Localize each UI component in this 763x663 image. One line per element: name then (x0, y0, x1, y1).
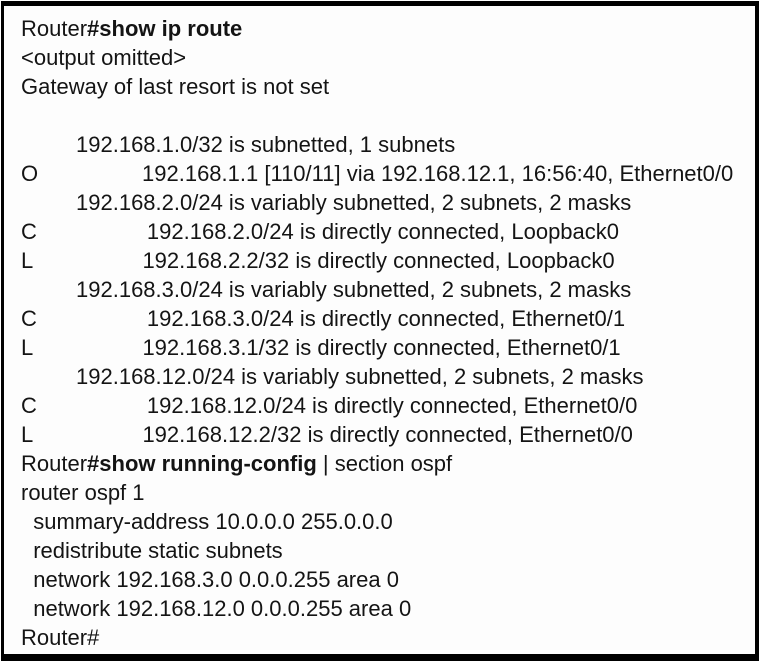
cli-command-text: #show running-config (87, 451, 317, 476)
cli-output-line: 192.168.12.0/24 is variably subnetted, 2… (21, 362, 751, 391)
cli-output-line: network 192.168.12.0 0.0.0.255 area 0 (21, 594, 751, 623)
cli-output-line: network 192.168.3.0 0.0.0.255 area 0 (21, 565, 751, 594)
cli-text: 192.168.12.0/24 is variably subnetted, 2… (21, 364, 644, 389)
cli-route-entry: O 192.168.1.1 [110/11] via 192.168.12.1,… (21, 159, 751, 188)
cli-output-line: 192.168.1.0/32 is subnetted, 1 subnets (21, 130, 751, 159)
cli-route-entry: L 192.168.2.2/32 is directly connected, … (21, 246, 751, 275)
cli-text: redistribute static subnets (21, 538, 283, 563)
cli-text: L 192.168.2.2/32 is directly connected, … (21, 248, 615, 273)
cli-output-line: router ospf 1 (21, 478, 751, 507)
cli-text: C 192.168.2.0/24 is directly connected, … (21, 219, 620, 244)
cli-text: O 192.168.1.1 [110/11] via 192.168.12.1,… (21, 161, 734, 186)
cli-text: 192.168.2.0/24 is variably subnetted, 2 … (21, 190, 632, 215)
cli-text: Router (21, 451, 88, 476)
cli-text: | section ospf (316, 451, 453, 476)
console-output-panel: Router#show ip route<output omitted>Gate… (4, 6, 755, 654)
cli-route-entry: L 192.168.12.2/32 is directly connected,… (21, 420, 751, 449)
cli-text: network 192.168.12.0 0.0.0.255 area 0 (21, 596, 412, 621)
cli-text (21, 103, 27, 128)
cli-text: 192.168.3.0/24 is variably subnetted, 2 … (21, 277, 632, 302)
cli-output-line: summary-address 10.0.0.0 255.0.0.0 (21, 507, 751, 536)
cli-text: <output omitted> (21, 45, 187, 70)
cli-prompt-line: Router# (21, 623, 751, 652)
cli-text: 192.168.1.0/32 is subnetted, 1 subnets (21, 132, 456, 157)
cli-output-line: redistribute static subnets (21, 536, 751, 565)
cli-output-line: Gateway of last resort is not set (21, 72, 751, 101)
cli-text: Gateway of last resort is not set (21, 74, 330, 99)
cli-text: C 192.168.3.0/24 is directly connected, … (21, 306, 626, 331)
cli-route-entry: C 192.168.3.0/24 is directly connected, … (21, 304, 751, 333)
cli-route-entry: L 192.168.3.1/32 is directly connected, … (21, 333, 751, 362)
cli-output-line: <output omitted> (21, 43, 751, 72)
cli-output-line: 192.168.3.0/24 is variably subnetted, 2 … (21, 275, 751, 304)
cli-text: L 192.168.12.2/32 is directly connected,… (21, 422, 633, 447)
cli-text: network 192.168.3.0 0.0.0.255 area 0 (21, 567, 399, 592)
cli-text: Router (21, 16, 88, 41)
cli-text: Router# (21, 625, 100, 650)
cli-route-entry: C 192.168.12.0/24 is directly connected,… (21, 391, 751, 420)
cli-text: C 192.168.12.0/24 is directly connected,… (21, 393, 638, 418)
cli-command-text: #show ip route (87, 16, 243, 41)
cli-text: router ospf 1 (21, 480, 145, 505)
cli-route-entry: C 192.168.2.0/24 is directly connected, … (21, 217, 751, 246)
cli-text: summary-address 10.0.0.0 255.0.0.0 (21, 509, 393, 534)
cli-command-show-running-config: Router#show running-config | section osp… (21, 449, 751, 478)
cli-command-show-ip-route: Router#show ip route (21, 14, 751, 43)
cli-output-line: 192.168.2.0/24 is variably subnetted, 2 … (21, 188, 751, 217)
cli-blank-line (21, 101, 751, 130)
cli-text: L 192.168.3.1/32 is directly connected, … (21, 335, 621, 360)
